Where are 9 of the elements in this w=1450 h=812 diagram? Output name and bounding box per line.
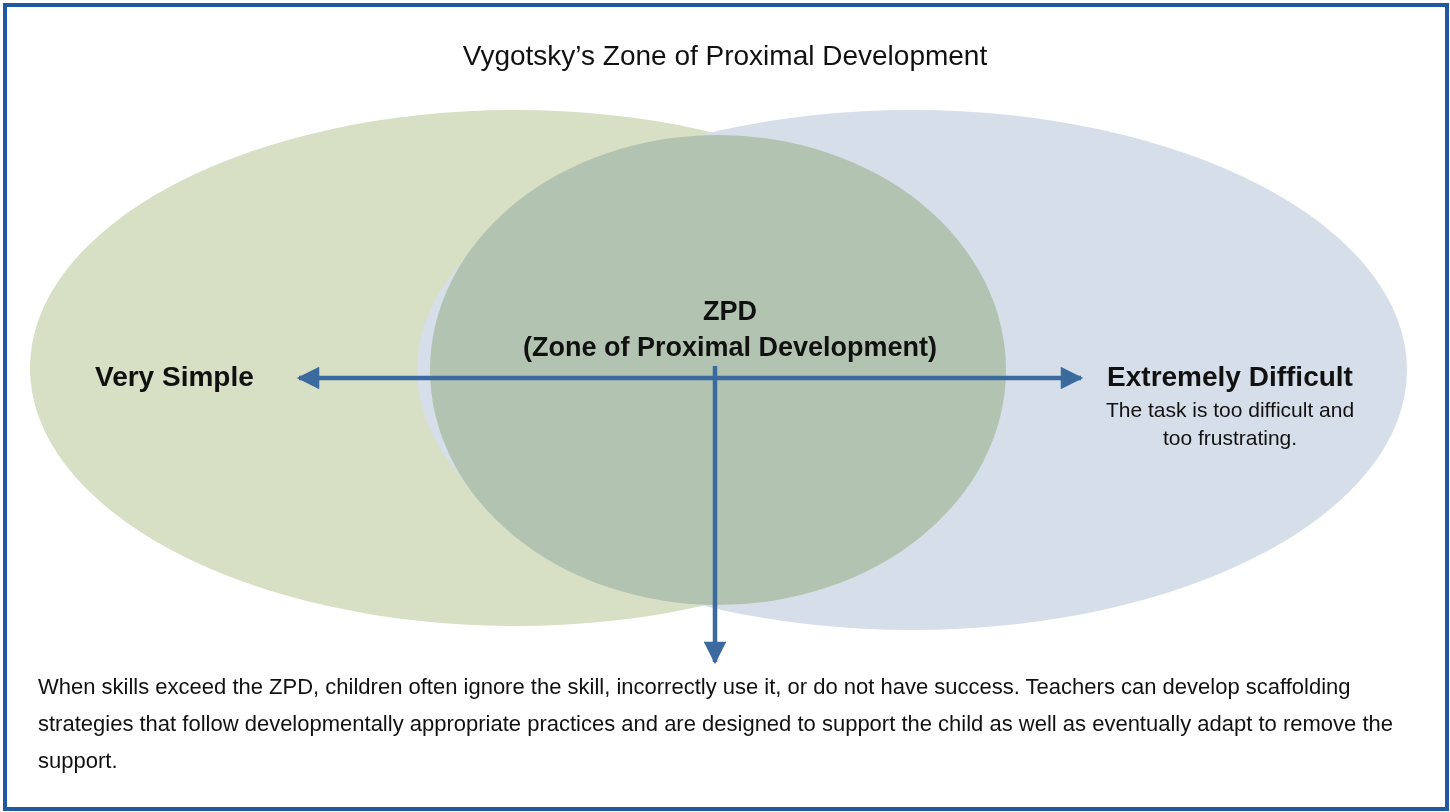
arrow <box>296 366 1084 390</box>
note-paragraph: When skills exceed the ZPD, children often ignore the skill, incorrectly use it, or do not have success. Teachers can develop scaffolding strategies that follow developmentally appropriate practices and are designed to support the child as well as eventually adapt to remove the support. <box>38 673 1395 775</box>
node-description: The task is too difficult and too frustrating. <box>1104 396 1356 452</box>
node-heading: Extremely Difficult <box>1106 360 1354 394</box>
node-heading: Very Simple <box>95 360 254 394</box>
node-description: (Zone of Proximal Development) <box>521 331 939 365</box>
arrow <box>703 365 727 665</box>
node-heading: ZPD <box>702 295 758 328</box>
title: Vygotsky’s Zone of Proximal Development <box>461 40 989 72</box>
